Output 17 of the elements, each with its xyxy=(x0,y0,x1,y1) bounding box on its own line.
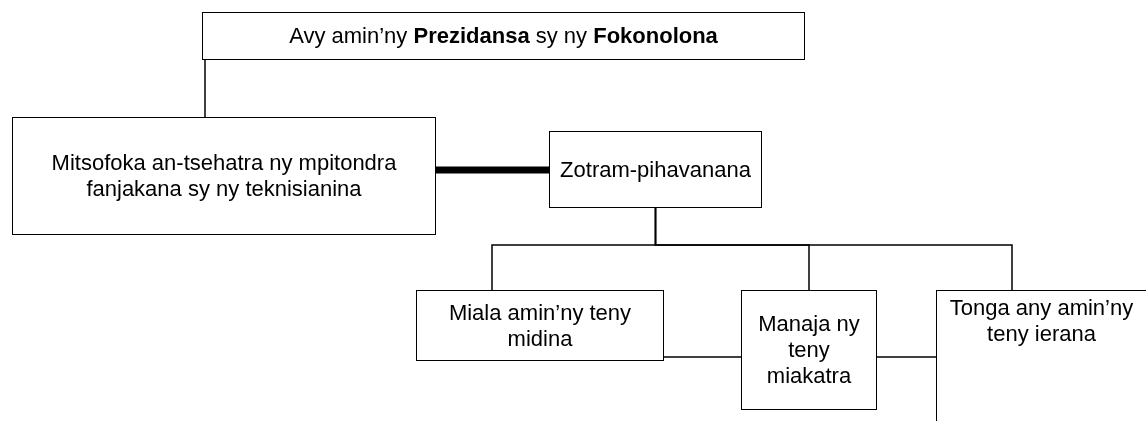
text-box xyxy=(549,131,762,208)
box-label: Zotram-pihavanana xyxy=(560,156,751,183)
box-label: Avy amin’ny Prezidansa sy ny Fokonolona xyxy=(289,23,718,49)
text-box xyxy=(416,290,664,361)
box-label: Mitsofoka an-tsehatra ny mpitondra fanjakana sy ny teknisianina xyxy=(50,150,398,202)
text-box xyxy=(12,117,436,235)
text-box xyxy=(936,290,1146,421)
connector-line xyxy=(204,59,206,118)
thick-connector xyxy=(436,166,549,174)
text-box xyxy=(741,290,877,410)
connector-line xyxy=(876,356,937,358)
box-label: Manaja ny teny miakatra xyxy=(757,311,861,389)
box-label: Miala amin’ny teny midina xyxy=(447,299,633,352)
connector-line xyxy=(654,207,1013,291)
text-box xyxy=(202,12,805,60)
connector-line xyxy=(663,356,742,358)
box-label: Tonga any amin’ny teny ierana xyxy=(948,295,1135,347)
